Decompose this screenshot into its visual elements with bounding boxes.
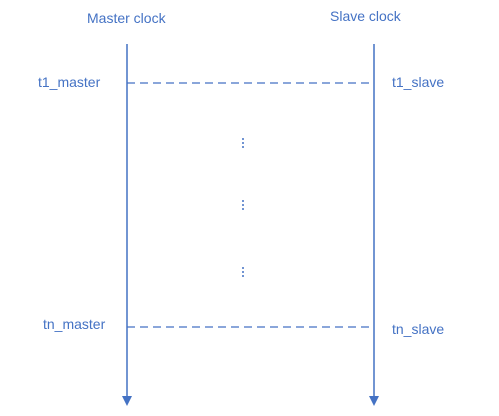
master-clock-title: Master clock [87, 10, 166, 26]
slave-timeline-arrowhead [369, 396, 379, 406]
t1-master-label: t1_master [38, 74, 101, 90]
ellipsis-2 [242, 200, 244, 210]
ellipsis-3 [242, 267, 244, 277]
tn-master-label: tn_master [43, 316, 106, 332]
slave-clock-title: Slave clock [330, 8, 401, 24]
master-timeline-arrowhead [122, 396, 132, 406]
t1-slave-label: t1_slave [392, 74, 445, 90]
tn-slave-label: tn_slave [392, 321, 445, 337]
ellipsis-1 [242, 138, 244, 148]
